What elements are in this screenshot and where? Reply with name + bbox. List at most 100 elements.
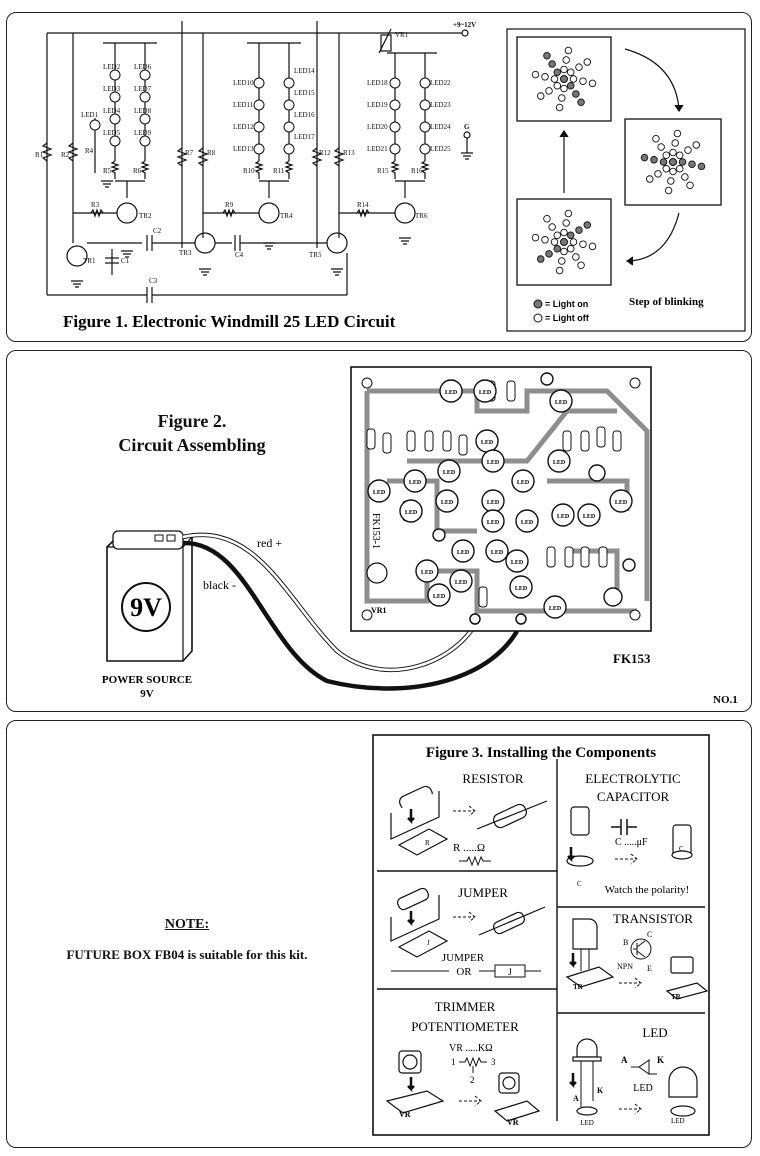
windmill-center-led: [560, 238, 568, 246]
figure1-panel: VR1 +9~12V G LED1 LED2 LED3 LED4 LED5 LE…: [6, 12, 752, 342]
windmill-led: [543, 214, 551, 223]
pcb-led: [515, 509, 539, 533]
pcb-led-mark: LED: [433, 594, 446, 600]
led-heading: LED: [642, 1025, 667, 1040]
pcb-led-mark: LED: [457, 550, 470, 556]
led18-label: LED18: [367, 79, 388, 87]
r7-label: R7: [185, 149, 194, 157]
windmill-led: [560, 84, 568, 93]
windmill-led: [566, 231, 575, 240]
r10-label: R10: [243, 167, 255, 175]
windmill-led: [675, 151, 684, 160]
windmill-led: [548, 223, 556, 231]
note-text: FUTURE BOX FB04 is suitable for this kit…: [66, 947, 308, 962]
led11-label: LED11: [233, 101, 254, 109]
trimmer-heading-line1: TRIMMER: [435, 999, 496, 1014]
windmill-led: [575, 63, 583, 71]
led-k-label: K: [657, 1055, 664, 1065]
trimmer-value: VR .....KΩ: [449, 1043, 493, 1054]
figure3-panel: NOTE: FUTURE BOX FB04 is suitable for th…: [6, 720, 752, 1148]
pcb-led: [543, 595, 567, 619]
windmill-led: [569, 238, 578, 246]
pcb-led-mark: LED: [615, 500, 628, 506]
windmill-center-led: [560, 75, 568, 83]
windmill-led: [541, 73, 549, 81]
windmill-led: [588, 242, 597, 251]
windmill-led: [583, 58, 592, 66]
figure2-title: Figure 2. Circuit Assembling: [77, 409, 307, 457]
led21-label: LED21: [367, 145, 388, 153]
jumper-or-label: OR: [456, 966, 472, 978]
pcb-led-mark: LED: [487, 500, 500, 506]
power-voltage-label: 9V: [140, 688, 154, 700]
pcb-led-mark: LED: [521, 520, 534, 526]
windmill-led: [669, 148, 677, 157]
windmill-led: [640, 153, 649, 162]
c2-label: C2: [153, 227, 162, 235]
pcb-led: [449, 569, 473, 593]
pcb-led: [435, 489, 459, 513]
led16-label: LED16: [294, 111, 315, 119]
capacitor-value: C .....μF: [615, 837, 648, 848]
r5-label: R5: [103, 167, 112, 175]
battery-9v: [106, 530, 193, 662]
led22-label: LED22: [430, 79, 451, 87]
capacitor-icon: [566, 806, 693, 867]
windmill-led: [577, 98, 585, 107]
transistor-section: TRANSISTOR B C E NPN TR TR: [565, 911, 709, 1001]
windmill-led: [545, 87, 553, 95]
windmill-led: [662, 164, 671, 173]
tr6-label: TR6: [415, 212, 428, 220]
windmill-led: [564, 46, 573, 55]
windmill-led: [553, 231, 562, 240]
pcb-led: [451, 539, 475, 563]
tr3-label: TR3: [179, 249, 192, 257]
windmill-led: [536, 92, 545, 100]
r3-label: R3: [91, 201, 100, 209]
pcb-led: [509, 575, 533, 599]
pcb-led: [547, 449, 571, 473]
component-installation-diagram: Figure 3. Installing the Components RESI…: [372, 734, 710, 1136]
windmill-led: [553, 68, 562, 77]
pcb-led: [481, 449, 505, 473]
windmill-led: [558, 257, 566, 265]
windmill-led: [688, 160, 696, 168]
pcb-led-mark: LED: [557, 514, 570, 520]
trimmer-icon: [385, 1050, 541, 1122]
pin3-label: 3: [491, 1057, 496, 1067]
pcb-led: [609, 489, 633, 513]
windmill-led: [572, 253, 580, 261]
capacitor-heading-line1: ELECTROLYTIC: [585, 771, 680, 786]
r13-label: R13: [343, 149, 355, 157]
capacitor-mark-1: C: [577, 880, 582, 888]
pcb-led: [481, 509, 505, 533]
r11-label: R11: [273, 167, 285, 175]
led14-label: LED14: [294, 67, 315, 75]
windmill-led: [697, 162, 706, 171]
windmill-led: [566, 81, 575, 90]
pcb-led: [439, 379, 463, 403]
c4-label: C4: [235, 251, 244, 259]
pcb-led-mark: LED: [373, 490, 386, 496]
npn-label: NPN: [617, 962, 633, 971]
pin2-label: 2: [470, 1075, 475, 1085]
led-icon: [572, 1038, 698, 1117]
black-wire-label: black -: [203, 578, 236, 592]
pcb-led-mark: LED: [511, 560, 524, 566]
windmill-led: [652, 134, 660, 143]
jumper-label: JUMPER: [442, 952, 485, 964]
resistor-section: RESISTOR R R .....Ω: [390, 771, 548, 867]
windmill-led: [531, 233, 540, 242]
jumper-mark-1: J: [427, 939, 430, 947]
pcb-led-mark: LED: [441, 500, 454, 506]
pcb-led-mark: LED: [553, 460, 566, 466]
windmill-led: [662, 151, 671, 160]
resistor-value: R .....Ω: [453, 842, 485, 854]
figure2-panel: Figure 2. Circuit Assembling 9V POWER SO…: [6, 350, 752, 712]
windmill-led: [657, 143, 665, 151]
windmill-led: [654, 170, 662, 178]
led15-label: LED15: [294, 89, 315, 97]
led-a-label: A: [621, 1055, 628, 1065]
windmill-led: [566, 68, 575, 77]
polarity-note: Watch the polarity!: [605, 884, 690, 896]
